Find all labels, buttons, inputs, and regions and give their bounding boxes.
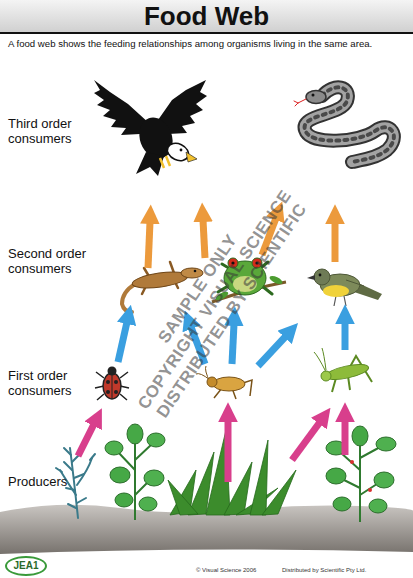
feeding-arrow [342, 322, 349, 350]
level-label: Producers [8, 474, 100, 489]
feeding-arrow [148, 222, 150, 268]
snake [294, 87, 394, 162]
grasshopper [314, 348, 372, 392]
level-label: Second order consumers [8, 246, 104, 276]
feeding-arrow [232, 324, 234, 364]
feeding-arrow [225, 420, 232, 482]
grass [168, 430, 296, 515]
page-title: Food Web [0, 1, 413, 32]
leafy-plant [105, 424, 165, 520]
feeding-arrow [78, 424, 94, 456]
leafy-plant [326, 426, 396, 522]
beetle [95, 367, 129, 401]
feeding-arrow [292, 422, 320, 460]
distributor-note: Distributed by Scientific Pty Ltd. [282, 566, 366, 574]
watermark: COPYRIGHT VISUAL SCIENCE [134, 187, 296, 414]
copyright-note: © Visual Science 2006 [196, 566, 256, 574]
level-label: First order consumers [8, 368, 100, 398]
feeding-arrow [258, 336, 286, 366]
title-band [0, 0, 413, 33]
feeding-arrow [342, 420, 349, 455]
title-rule [0, 32, 413, 34]
feeding-arrow [118, 322, 127, 362]
code-badge: JEA1 [5, 556, 47, 576]
feeding-arrow [203, 220, 205, 258]
eagle [94, 80, 207, 176]
level-label: Third order consumers [8, 116, 100, 146]
bird [307, 269, 382, 306]
intro-text: A food web shows the feeding relationshi… [8, 38, 413, 50]
cricket [196, 366, 252, 399]
feeding-arrow [332, 222, 339, 262]
